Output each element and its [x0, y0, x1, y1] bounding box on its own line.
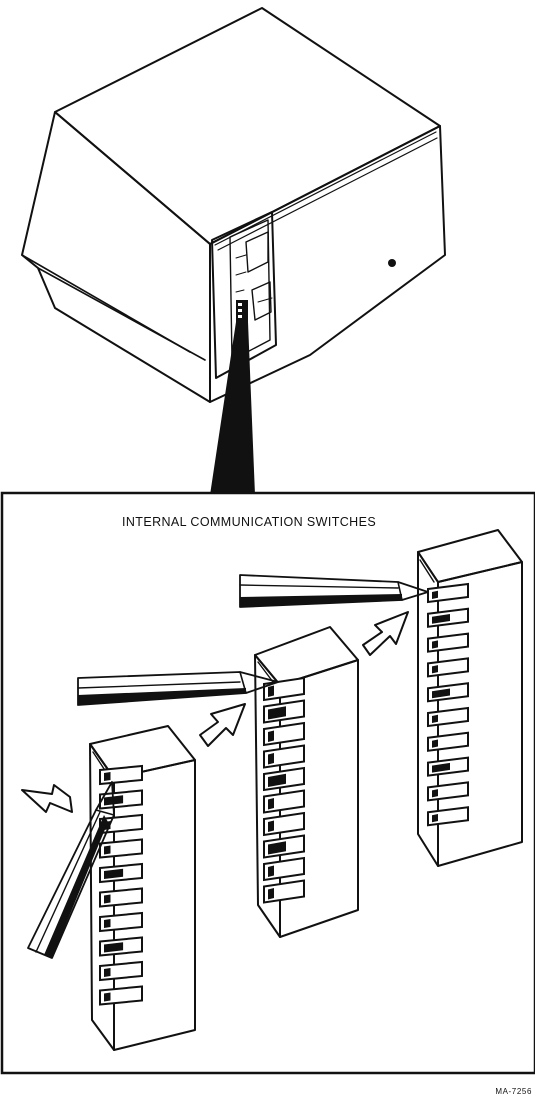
switch-rocker: [104, 919, 111, 928]
screwdriver-left: [27, 781, 115, 959]
screwdriver-middle: [77, 671, 279, 706]
screwdriver-right: [239, 574, 429, 608]
switch-rocker: [104, 942, 124, 953]
detail-caption: INTERNAL COMMUNICATION SWITCHES: [122, 515, 376, 529]
switch-rocker: [432, 813, 438, 823]
switch-rocker: [104, 894, 111, 904]
switch-rocker: [432, 614, 450, 624]
switch-rocker: [432, 640, 438, 649]
switch-rocker: [432, 789, 438, 798]
switch-rocker: [268, 706, 286, 720]
switch-rocker: [268, 820, 274, 832]
switch-rocker: [104, 772, 111, 781]
switch-rocker: [104, 968, 111, 977]
switch-block-middle: [254, 626, 359, 938]
switch-rocker: [432, 762, 450, 773]
arrow-middle-icon: [199, 703, 246, 747]
switch-block-left: [89, 725, 196, 1051]
switch-rocker: [432, 590, 438, 599]
switch-rocker: [268, 773, 286, 787]
switch-block-right: [417, 529, 523, 867]
switch-rocker: [268, 685, 274, 697]
arrow-right-icon: [362, 611, 409, 656]
terminal-illustration: [21, 7, 446, 495]
switch-rocker: [432, 739, 438, 748]
switch-rocker: [268, 798, 274, 810]
switch-rocker: [268, 753, 274, 765]
switch-rocker: [104, 868, 124, 879]
arrow-left-icon: [21, 784, 73, 813]
switch-rocker: [268, 888, 274, 900]
switch-rocker: [432, 688, 450, 699]
switch-rocker: [432, 665, 438, 674]
figure-id: MA-7256: [495, 1087, 532, 1096]
switch-rocker: [268, 865, 274, 877]
switch-rocker: [432, 714, 438, 723]
switch-rocker: [104, 992, 111, 1002]
switch-rocker: [268, 730, 274, 742]
switch-rocker: [104, 845, 111, 855]
switch-rocker: [268, 841, 286, 855]
